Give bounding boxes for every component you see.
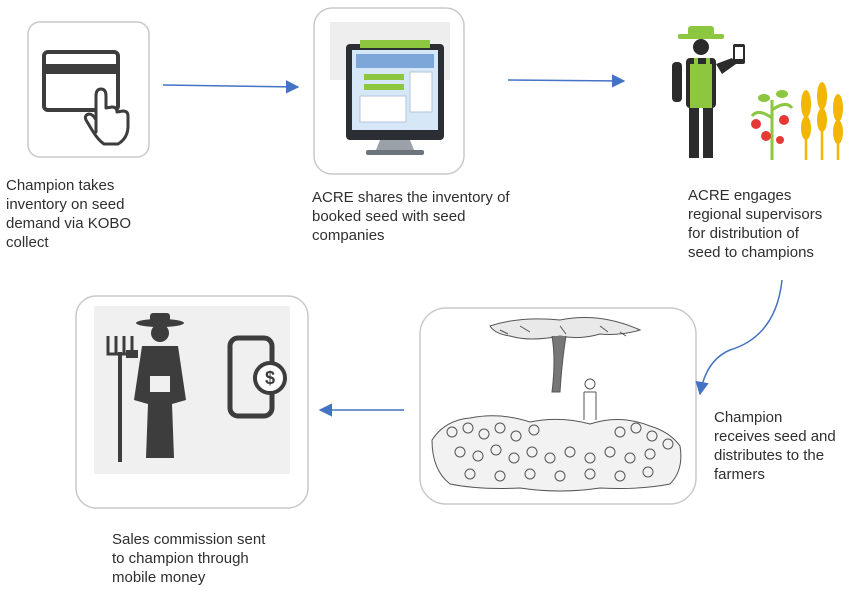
credit-card-tap-icon: [42, 50, 130, 146]
step-3-box: [672, 26, 843, 160]
farmer-with-crops-icon: [672, 26, 843, 160]
arrow-step3-to-step4: [695, 279, 783, 396]
farmer-mobile-money-icon: $: [106, 313, 287, 462]
caption-line: farmers: [714, 466, 765, 483]
caption-line: Champion: [714, 409, 783, 426]
caption-line: demand via KOBO: [6, 215, 132, 232]
desktop-monitor-icon: [330, 22, 450, 155]
caption-line: Sales commission sent: [112, 531, 266, 548]
step-1-caption: Champion takes inventory on seed demand …: [6, 176, 131, 252]
step-5-box: $: [75, 295, 309, 509]
caption-line: receives seed and: [714, 428, 836, 445]
caption-line: ACRE shares the inventory of: [312, 189, 510, 206]
step-1-box: [27, 21, 150, 158]
svg-text:$: $: [265, 368, 275, 388]
caption-line: regional supervisors: [688, 206, 823, 223]
caption-line: inventory on seed: [6, 196, 125, 213]
step-4-caption: Champion receives seed and distributes t…: [714, 408, 836, 484]
step-4-box: [419, 307, 697, 505]
community-meeting-sketch: [431, 317, 682, 492]
caption-line: to champion through: [112, 550, 249, 567]
arrow-step2-to-step3: [507, 74, 626, 88]
caption-line: mobile money: [112, 569, 206, 586]
step-2-caption: ACRE shares the inventory of booked seed…: [312, 188, 510, 245]
caption-line: booked seed with seed: [312, 208, 466, 225]
arrow-step1-to-step2: [162, 80, 300, 94]
caption-line: Champion takes: [6, 177, 115, 194]
step-2-box: [313, 7, 465, 175]
caption-line: collect: [6, 234, 49, 251]
caption-line: companies: [312, 227, 385, 244]
caption-line: distributes to the: [714, 447, 825, 464]
caption-line: seed to champions: [688, 244, 814, 261]
caption-line: for distribution of: [688, 225, 799, 242]
caption-line: ACRE engages: [688, 187, 792, 204]
step-3-caption: ACRE engages regional supervisors for di…: [688, 186, 822, 262]
step-5-caption: Sales commission sent to champion throug…: [112, 530, 265, 587]
